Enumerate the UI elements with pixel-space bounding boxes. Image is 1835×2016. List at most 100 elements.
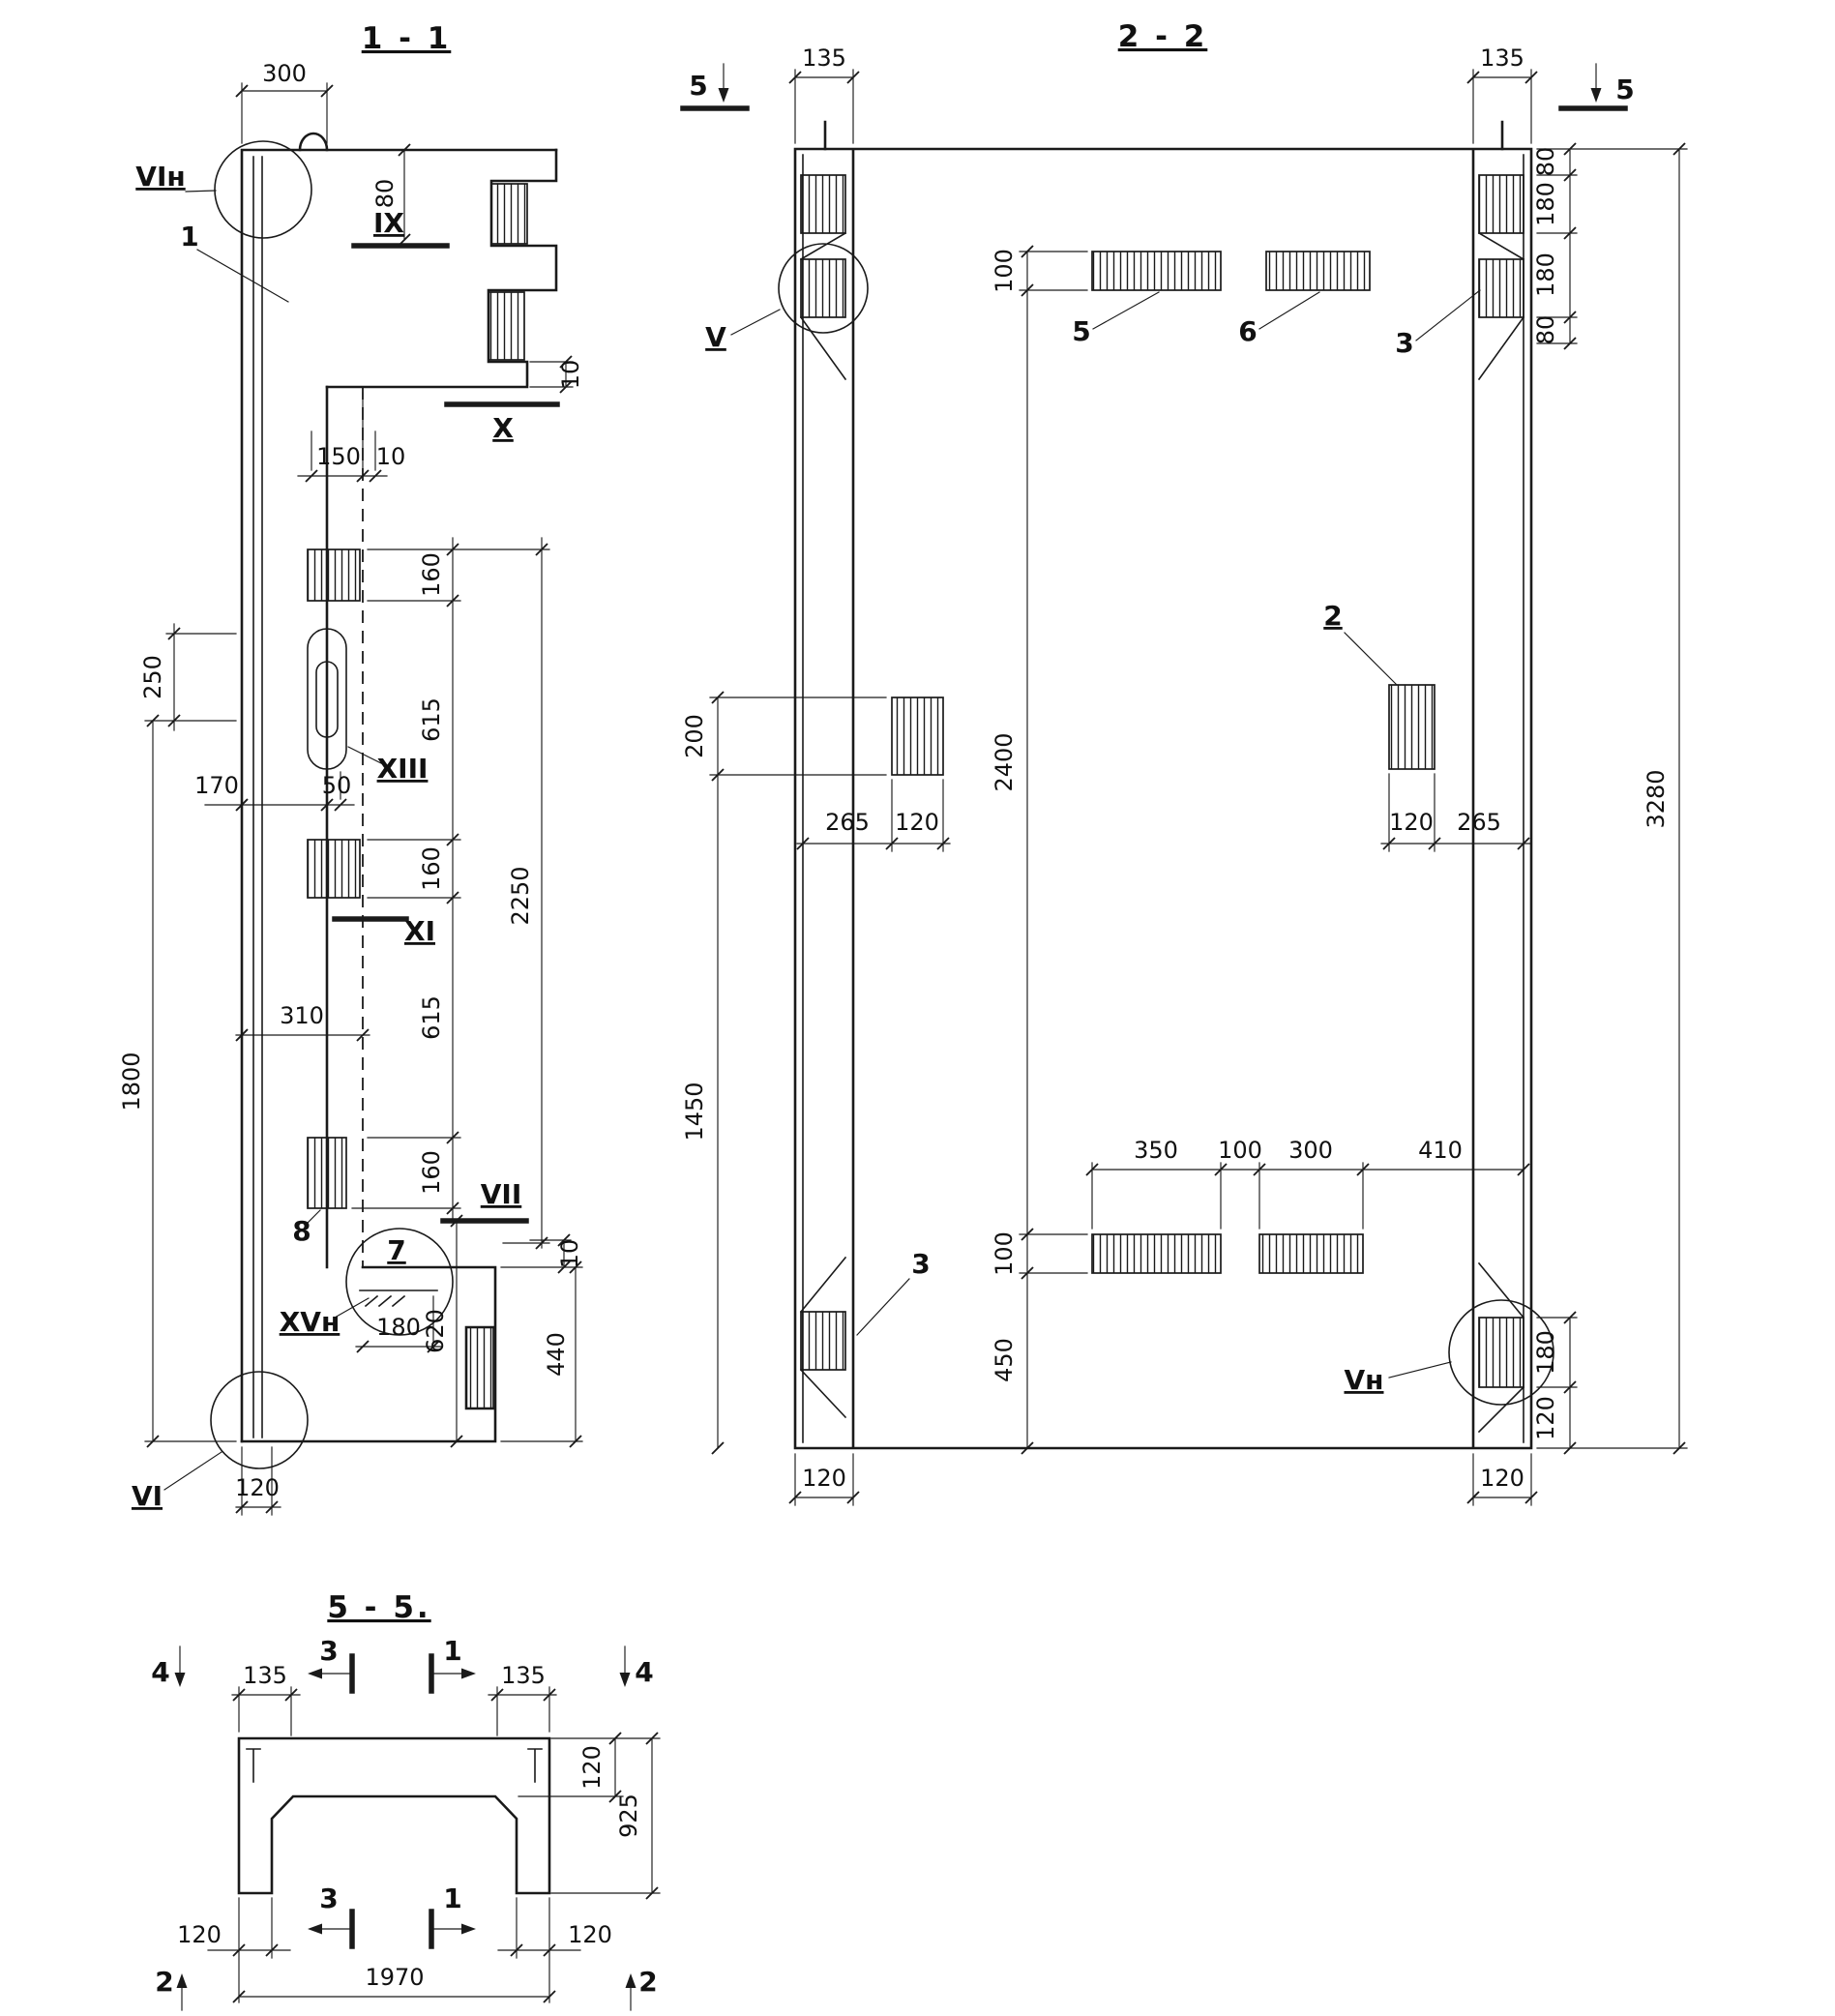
s55-outlines <box>237 1736 551 1895</box>
s22-outlines <box>793 120 1533 1450</box>
dim-s11-160c: 160 <box>418 1150 445 1195</box>
s22-section-cut-marks <box>680 63 1628 111</box>
mark-s55-4-right: 4 <box>635 1656 653 1688</box>
label-s22-3-bottom: 3 <box>911 1248 930 1280</box>
section-2-2: 2 - 2 135 135 5 5 100 2400 100 450 80 18… <box>680 19 1688 1506</box>
dim-s11-10a: 10 <box>557 360 584 390</box>
s22-texts: 2 - 2 135 135 5 5 100 2400 100 450 80 18… <box>681 19 1670 1492</box>
s22-detail-circles <box>778 243 1554 1406</box>
label-s11-1: 1 <box>180 221 198 252</box>
label-s11-8: 8 <box>292 1215 311 1247</box>
mark-s55-2-right: 2 <box>638 1966 657 1998</box>
dim-s11-615a: 615 <box>418 697 445 742</box>
embed-plate-3-bottom <box>800 1311 846 1371</box>
slot-inner <box>315 661 339 738</box>
embed-plate <box>1258 1233 1364 1274</box>
s22-leader-lines <box>730 289 1481 1379</box>
embed-plate-5 <box>1091 251 1222 291</box>
dim-s55-120l: 120 <box>177 1921 222 1948</box>
section-arrow-left <box>308 1668 322 1679</box>
embed-plate <box>307 548 361 602</box>
dim-s22-135r: 135 <box>1480 44 1524 72</box>
dim-s22-450: 450 <box>991 1338 1018 1382</box>
dim-s11-250: 250 <box>139 655 166 699</box>
dim-s11-2250: 2250 <box>507 866 534 925</box>
dim-s22-180c: 180 <box>1532 1330 1559 1375</box>
embed-plate-2 <box>1388 684 1435 770</box>
embed-plate-8 <box>307 1137 347 1209</box>
label-s11-XVn: XVн <box>280 1306 340 1338</box>
detail-circle-7 <box>345 1228 454 1336</box>
section-5-5-title: 5 - 5. <box>327 1590 430 1625</box>
embed-plate-6 <box>1265 251 1371 291</box>
section-5-5: 5 - 5. 4 4 135 135 3 1 120 925 120 120 3… <box>151 1590 661 2011</box>
s11-detail-circles <box>210 140 454 1469</box>
embed-plate <box>490 183 528 245</box>
dim-s22-80b: 80 <box>1532 315 1559 345</box>
label-s11-X: X <box>492 412 514 444</box>
section-arrow-down <box>619 1673 631 1687</box>
section-arrow-down <box>718 88 729 103</box>
dim-s22-2400: 2400 <box>991 732 1018 791</box>
label-s22-2: 2 <box>1323 600 1342 632</box>
embed-plate-Vn <box>1478 1317 1524 1388</box>
section-arrow-down <box>1590 88 1602 103</box>
dim-s55-925: 925 <box>615 1794 642 1838</box>
embed-plate <box>800 258 846 318</box>
dim-s22-120bl: 120 <box>802 1465 846 1492</box>
s11-leader-lines <box>163 190 388 1491</box>
dim-s55-120: 120 <box>578 1745 606 1790</box>
dim-s22-120br: 120 <box>1480 1465 1524 1492</box>
section-arrow-up <box>625 1973 636 1988</box>
dim-s11-150: 150 <box>316 443 361 470</box>
section-arrow-right <box>461 1668 476 1679</box>
section-1-1: 1 - 1 300 80 10 150 10 160 615 160 615 1… <box>118 21 584 1516</box>
dim-s22-100b: 100 <box>991 1231 1018 1276</box>
section-arrow-down <box>174 1673 186 1687</box>
mark-s22-5-left: 5 <box>689 70 707 102</box>
dim-s22-1450: 1450 <box>681 1082 708 1141</box>
mark-s22-5-right: 5 <box>1615 74 1634 105</box>
label-s11-IX: IX <box>373 207 404 239</box>
dim-s11-615b: 615 <box>418 995 445 1040</box>
mark-s55-1-top: 1 <box>443 1635 461 1667</box>
dim-s22-120r: 120 <box>1389 809 1434 836</box>
detail-circle-VIn <box>214 140 312 239</box>
mark-s55-4-left: 4 <box>151 1656 169 1688</box>
s11-section-cut-marks <box>332 243 560 1224</box>
s55-dim-ticks <box>232 1688 659 2003</box>
label-s22-5: 5 <box>1072 315 1090 347</box>
embed-plate <box>1091 1233 1222 1274</box>
label-s11-VII: VII <box>481 1178 522 1210</box>
dim-s11-50: 50 <box>322 772 352 799</box>
detail-circle-VI <box>210 1371 309 1469</box>
embed-plate <box>307 839 361 899</box>
dim-s11-170: 170 <box>194 772 239 799</box>
dim-s22-120l: 120 <box>895 809 939 836</box>
dim-s22-100: 100 <box>1218 1137 1262 1164</box>
embed-plate <box>1478 174 1524 234</box>
dim-s55-135r: 135 <box>501 1662 546 1689</box>
s11-embed-plates <box>307 183 528 1409</box>
dim-s11-80: 80 <box>371 179 399 209</box>
dim-s11-180: 180 <box>376 1314 421 1341</box>
dim-s22-265r: 265 <box>1457 809 1501 836</box>
slot-outer <box>307 628 347 770</box>
label-s11-XI: XI <box>404 915 435 947</box>
s55-section-cut-marks <box>174 1645 636 2011</box>
dim-s22-120e: 120 <box>1532 1396 1559 1440</box>
dim-s11-440: 440 <box>543 1332 570 1377</box>
dim-s11-10c: 10 <box>556 1239 583 1269</box>
label-s22-3-top: 3 <box>1395 327 1413 359</box>
section-1-1-title: 1 - 1 <box>362 21 452 56</box>
dim-s55-120r: 120 <box>568 1921 612 1948</box>
s11-slot <box>307 628 347 770</box>
s11-texts: 1 - 1 300 80 10 150 10 160 615 160 615 1… <box>118 21 584 1512</box>
mark-s55-2-left: 2 <box>155 1966 173 1998</box>
mark-s55-1-bottom: 1 <box>443 1883 461 1914</box>
s55-dimension-lines <box>207 1686 661 2003</box>
label-s11-VI: VI <box>132 1480 163 1512</box>
dim-s11-160b: 160 <box>418 846 445 891</box>
